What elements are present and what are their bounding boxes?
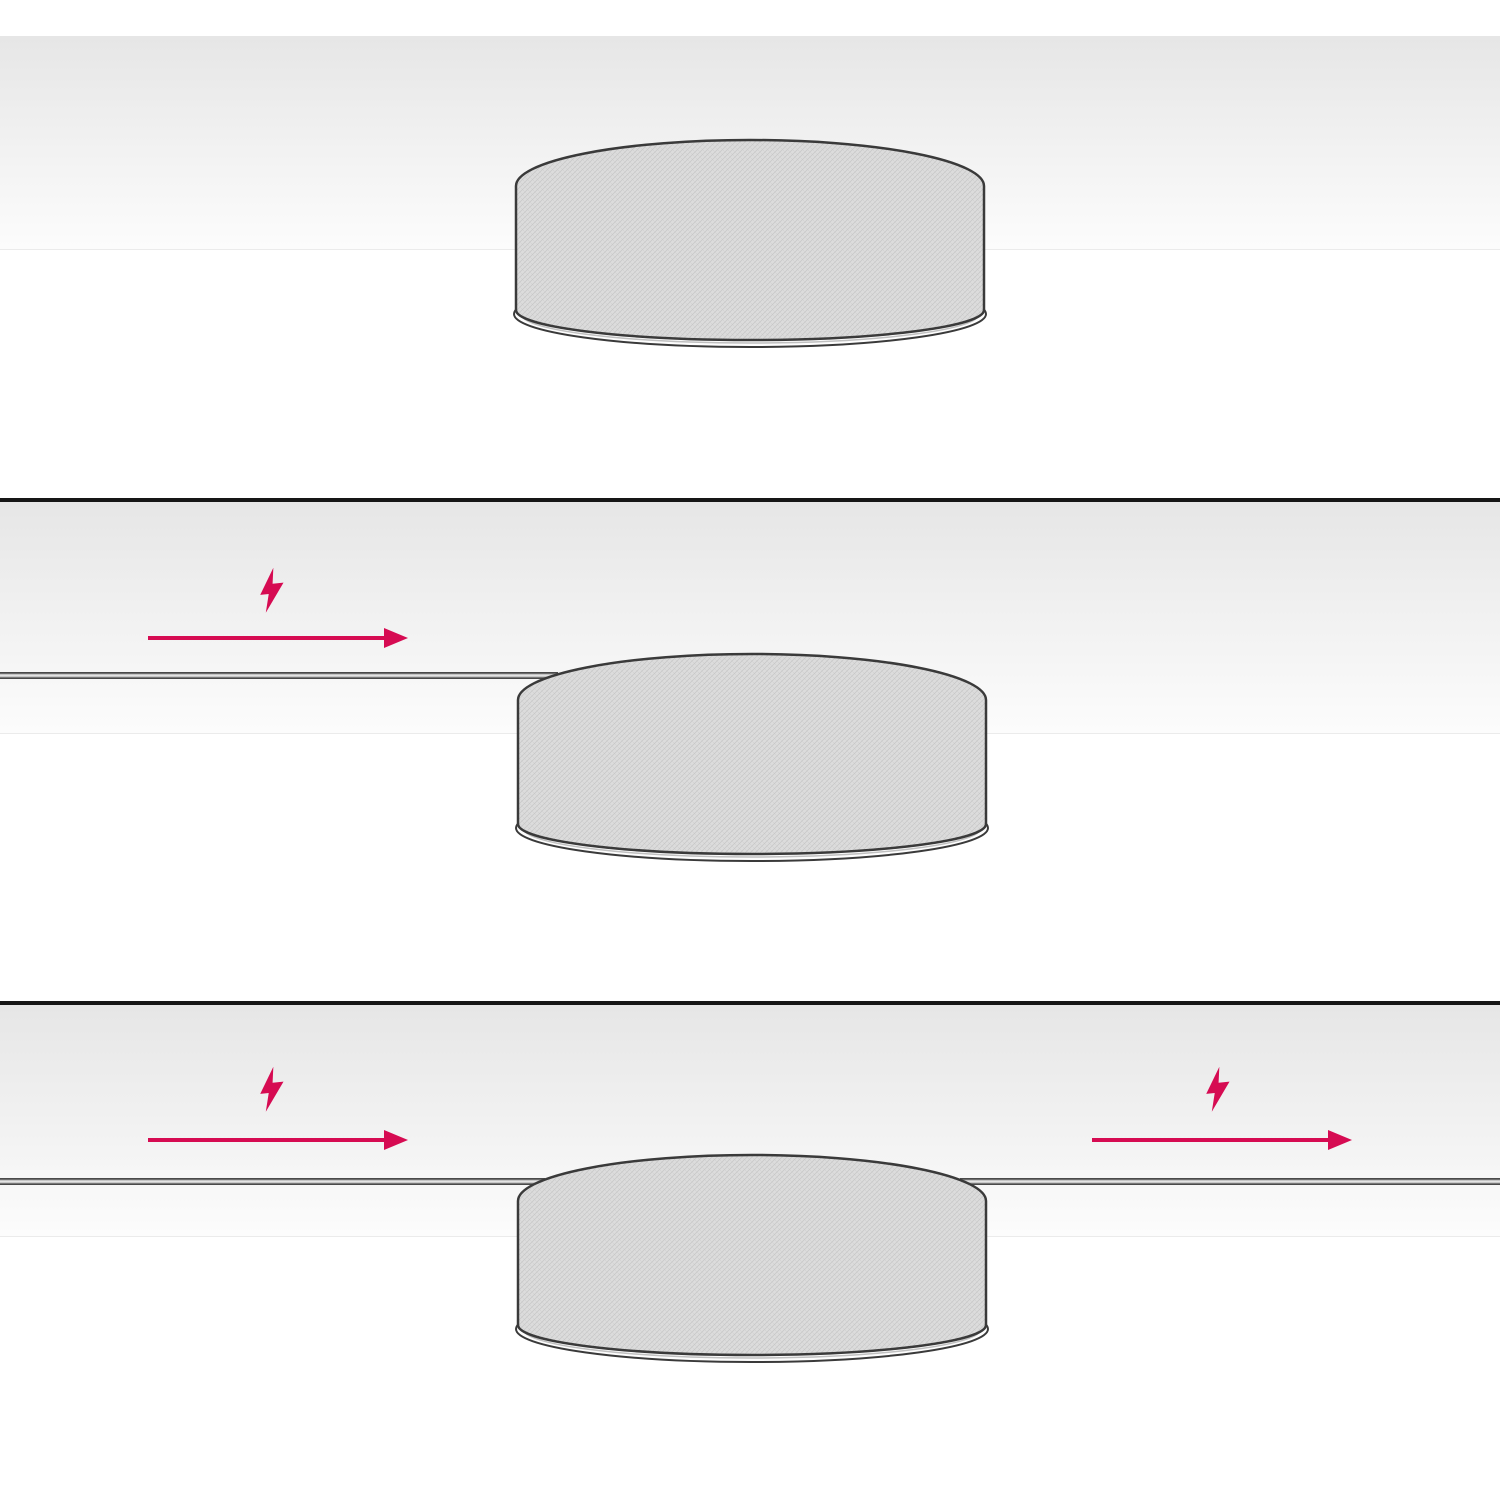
drum-lamp-illustration bbox=[512, 1147, 992, 1393]
power-cable-right bbox=[960, 1178, 1500, 1185]
drum-lamp-illustration bbox=[512, 646, 992, 892]
drum-lamp-illustration bbox=[510, 132, 990, 378]
power-cable-left bbox=[0, 672, 558, 679]
panel-divider bbox=[0, 1001, 1500, 1005]
drum-ceiling-lamp bbox=[512, 1147, 992, 1393]
drum-ceiling-lamp bbox=[510, 132, 990, 378]
power-cable-left bbox=[0, 1178, 545, 1185]
current-direction-arrow-icon bbox=[148, 1128, 408, 1152]
panel-cable-pass-through bbox=[0, 1001, 1500, 1500]
panel-cable-in-left bbox=[0, 498, 1500, 1001]
panel-lamp-only bbox=[0, 0, 1500, 498]
lightning-bolt-icon bbox=[255, 1066, 289, 1113]
current-direction-arrow-icon bbox=[148, 626, 408, 650]
lightning-bolt-icon bbox=[255, 567, 289, 614]
panel-divider bbox=[0, 498, 1500, 502]
drum-ceiling-lamp bbox=[512, 646, 992, 892]
lightning-bolt-icon bbox=[1201, 1066, 1235, 1113]
current-direction-arrow-icon bbox=[1092, 1128, 1352, 1152]
